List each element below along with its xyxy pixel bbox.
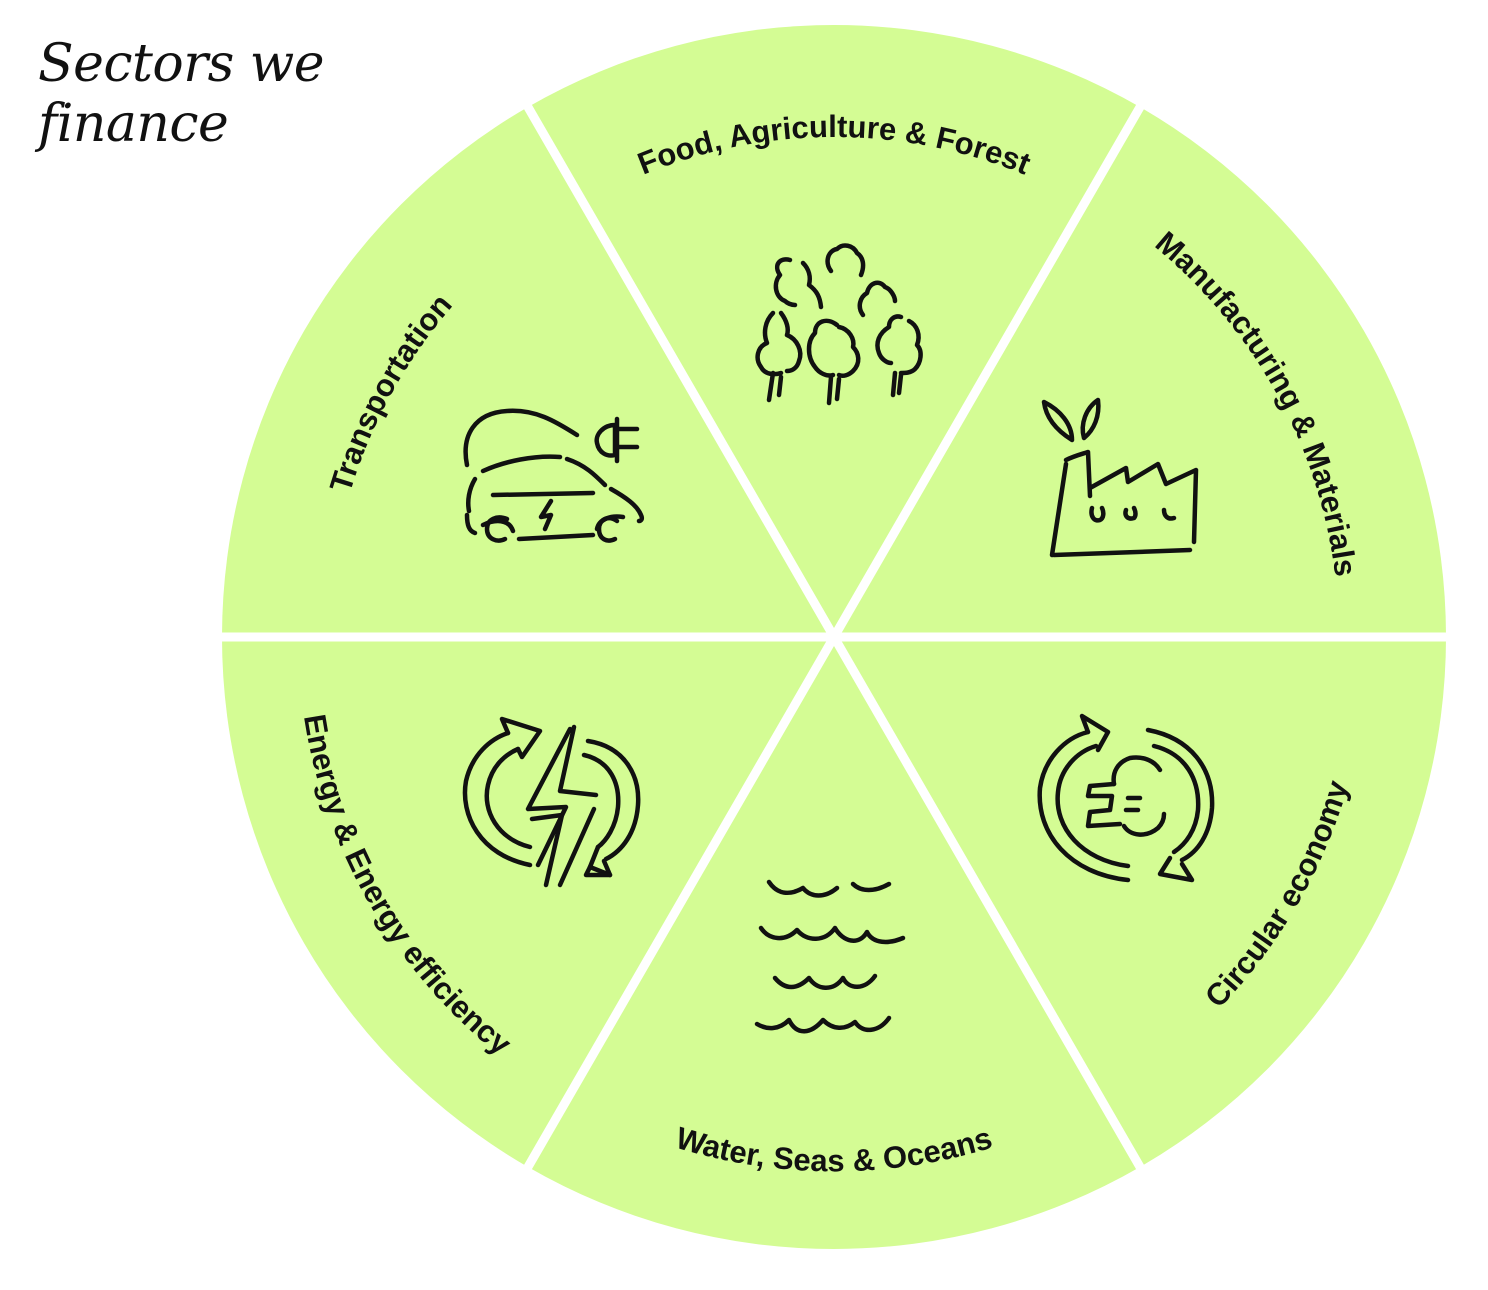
- segment-water: [528, 637, 1140, 1249]
- segment-manufacturing: [834, 107, 1446, 637]
- page-title: Sectors we finance: [38, 34, 325, 154]
- title-line-2: finance: [38, 94, 229, 154]
- title-line-1: Sectors we: [38, 34, 325, 94]
- segment-dividers: [200, 85, 1470, 1189]
- segment-circular: [834, 637, 1446, 1167]
- factory-leaf-icon: [1041, 397, 1199, 558]
- segment-transportation: [222, 107, 834, 637]
- energy-cycle-icon: [462, 716, 641, 888]
- electric-car-icon: [463, 408, 645, 543]
- segment-energy: [222, 637, 834, 1167]
- segment-food: [528, 25, 1140, 638]
- trees-icon: [755, 243, 923, 406]
- waves-icon: [754, 879, 906, 1034]
- pound-cycle-icon: [1037, 713, 1215, 883]
